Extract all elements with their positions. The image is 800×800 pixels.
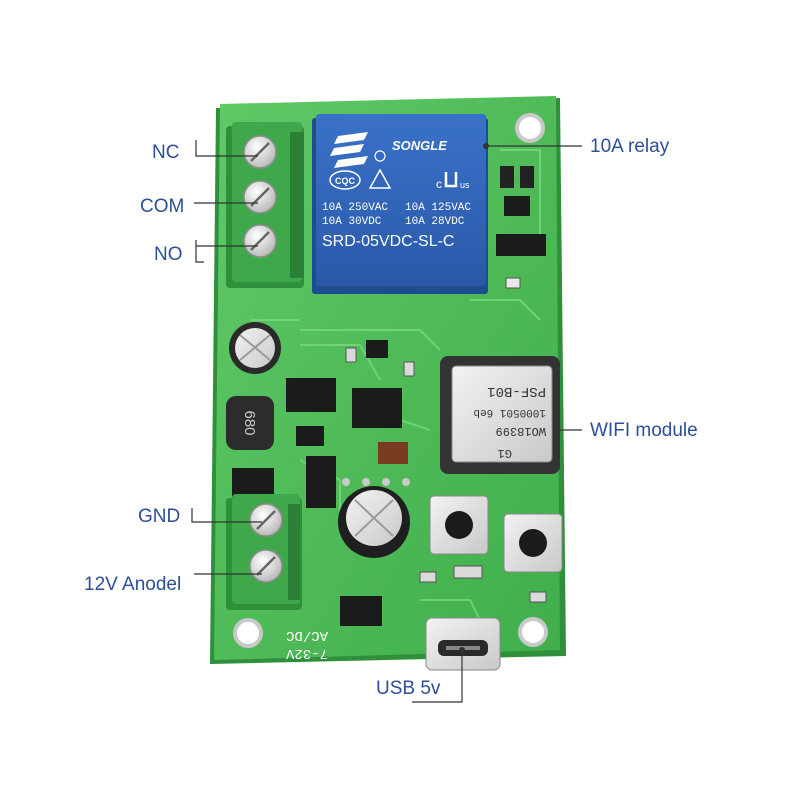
callout-relay: 10A relay [590, 136, 670, 157]
callout-anode: 12V Anodel [84, 574, 182, 595]
bottom-terminal-block [226, 494, 302, 610]
wifi-module-line-1: G1 [498, 446, 512, 460]
leader-gnd [191, 508, 262, 523]
leader-lines [191, 140, 582, 703]
relay-component: SONGLE CQC c us 10A 250VAC 10A 125VAC 10… [312, 114, 488, 294]
wifi-module-line-2: WO18399 [496, 424, 546, 438]
relay-cert-us: us [460, 180, 470, 190]
warning-triangle-icon [368, 168, 392, 189]
callout-wifi: WIFI module [590, 420, 698, 441]
capacitor-small [229, 322, 281, 374]
relay-rating-3: 10A 30VDC [322, 216, 382, 228]
wifi-module-line-4: PSF-B01 [487, 383, 546, 399]
header-pins [342, 478, 410, 486]
relay-rating-1: 10A 250VAC [322, 202, 388, 214]
callout-usb: USB 5v [376, 678, 441, 699]
relay-model: SRD-05VDC-SL-C [322, 233, 454, 250]
relay-cert-c: c [436, 177, 442, 191]
micro-usb-port [425, 617, 501, 671]
callout-gnd: GND [138, 506, 181, 527]
silkscreen-power-type: AC/DC [286, 627, 328, 643]
relay-rating-4: 10A 28VDC [405, 216, 465, 228]
relay-cert-cqc: CQC [335, 176, 356, 186]
relay-brand: SONGLE [392, 138, 447, 153]
leader-no [195, 240, 258, 263]
silkscreen-voltage: 7-32V [285, 645, 328, 661]
registered-mark-icon [374, 150, 386, 162]
smd-components [232, 166, 547, 626]
leader-usb [412, 650, 463, 703]
leader-dots [459, 143, 559, 653]
inductor-component: 680 [226, 396, 274, 450]
wifi-module-line-3: 1000501 6eb [473, 406, 546, 418]
leader-nc [195, 140, 258, 157]
callout-com: COM [140, 196, 185, 217]
push-button-1 [429, 495, 489, 555]
callout-nc: NC [152, 142, 180, 163]
songle-logo-icon [330, 132, 368, 168]
capacitor-large [338, 486, 410, 558]
top-terminal-block [226, 122, 304, 288]
callout-no: NO [154, 244, 183, 265]
wifi-module-component: G1 WO18399 1000501 6eb PSF-B01 [440, 356, 560, 474]
push-button-2 [503, 513, 563, 573]
inductor-label: 680 [241, 410, 258, 435]
ul-mark-icon [444, 172, 458, 188]
relay-rating-2: 10A 125VAC [405, 202, 471, 214]
